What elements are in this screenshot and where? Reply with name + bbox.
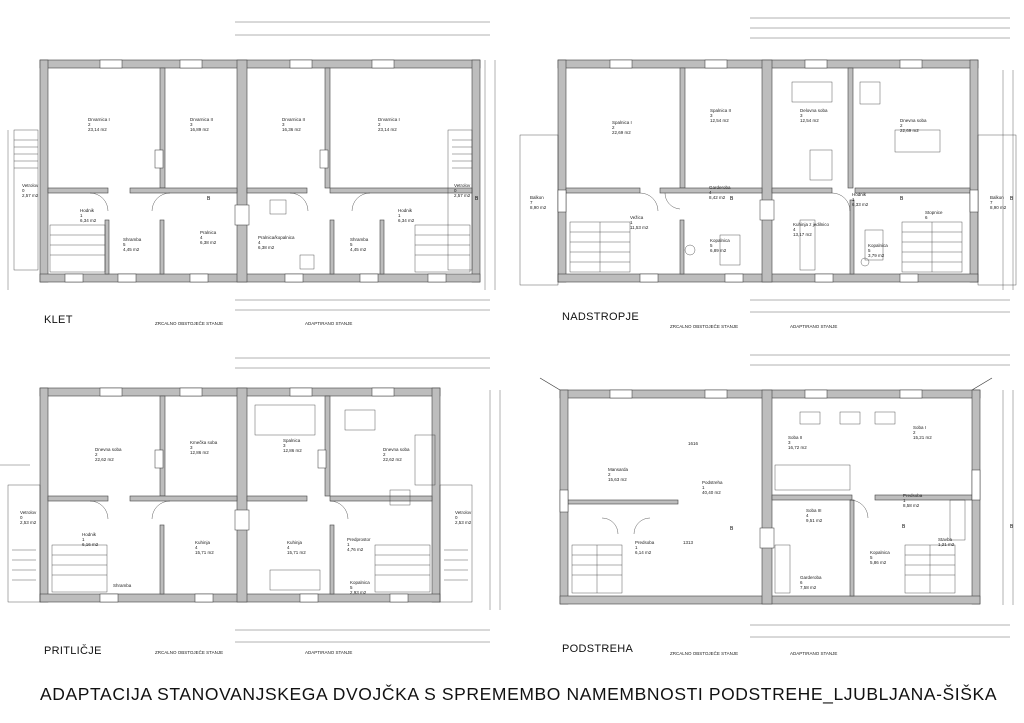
legend-existing-podstreha: ZRCALNO OBSTOJEČE STANJE xyxy=(670,651,739,656)
room-pritlicje-6: Shramba xyxy=(113,583,132,588)
plan-pritlicje xyxy=(0,357,501,643)
plan-label-podstreha: PODSTREHA xyxy=(562,643,634,655)
legend-existing-klet: ZRCALNO OBSTOJEČE STANJE xyxy=(155,321,224,326)
svg-text:B: B xyxy=(475,196,479,202)
legend-existing-nadstropje: ZRCALNO OBSTOJEČE STANJE xyxy=(670,324,739,329)
svg-text:B: B xyxy=(900,196,904,202)
legend-adapted-podstreha: ADAPTIRANO STANJE xyxy=(790,651,838,656)
svg-text:B: B xyxy=(730,526,734,532)
legend-adapted-nadstropje: ADAPTIRANO STANJE xyxy=(790,324,838,329)
sheet-title: ADAPTACIJA STANOVANJSKEGA DVOJČKA S SPRE… xyxy=(40,684,998,704)
svg-text:B: B xyxy=(207,196,211,202)
plan-label-nadstropje: NADSTROPJE xyxy=(562,311,639,323)
svg-text:B: B xyxy=(902,524,906,530)
level-mark-2: 1313 xyxy=(683,540,694,545)
legend-adapted-pritlicje: ADAPTIRANO STANJE xyxy=(305,650,353,655)
level-mark-1: 1616 xyxy=(688,441,699,446)
svg-text:B: B xyxy=(730,196,734,202)
svg-text:B: B xyxy=(1010,196,1014,202)
plan-label-pritlicje: PRITLIČJE xyxy=(44,645,102,657)
svg-text:B: B xyxy=(1010,524,1014,530)
legend-existing-pritlicje: ZRCALNO OBSTOJEČE STANJE xyxy=(155,650,224,655)
plan-label-klet: KLET xyxy=(44,314,73,326)
legend-adapted-klet: ADAPTIRANO STANJE xyxy=(305,321,353,326)
